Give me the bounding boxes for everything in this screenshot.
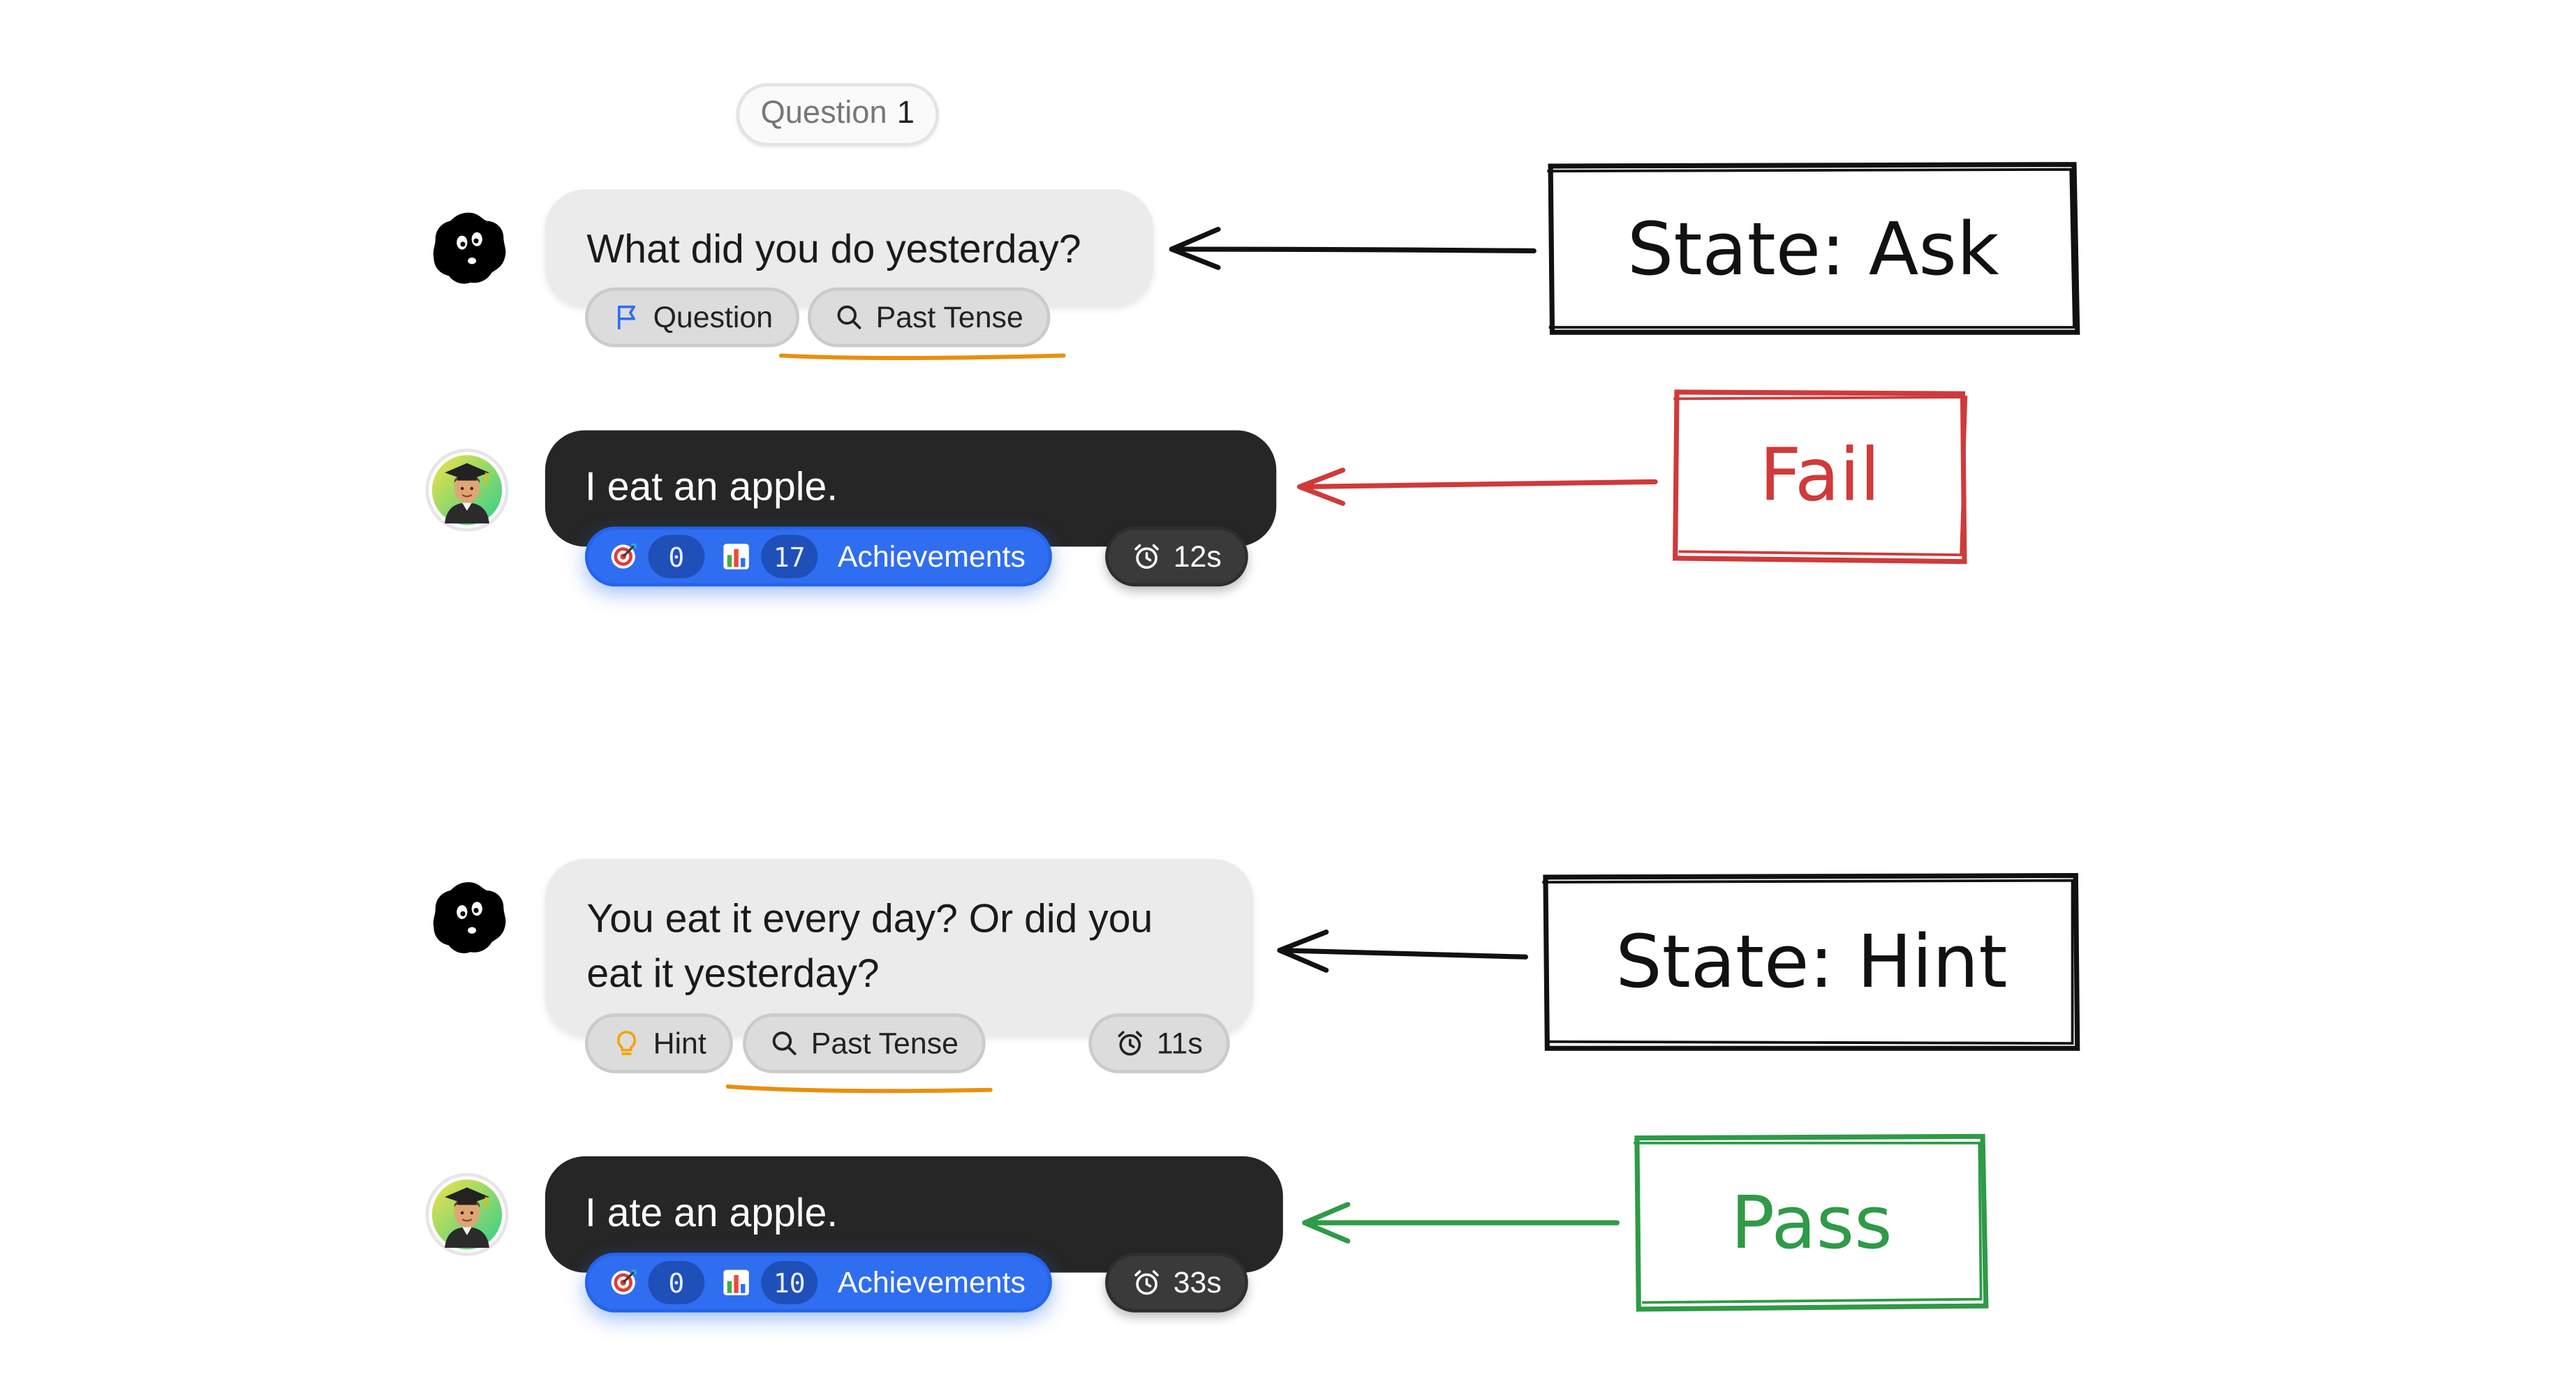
fail-box xyxy=(1673,389,1968,565)
stats-count: 10 xyxy=(761,1260,818,1304)
response-time: 33s xyxy=(1173,1265,1222,1299)
target-icon xyxy=(608,1267,638,1297)
pass-box xyxy=(1634,1133,1989,1312)
search-icon xyxy=(769,1029,799,1059)
achievements-chip[interactable]: 0 17 Achievements xyxy=(584,526,1053,587)
grammar-topic-label: Past Tense xyxy=(875,299,1023,334)
achievements-label: Achievements xyxy=(837,1265,1026,1299)
hint-tag-label: Hint xyxy=(653,1026,706,1059)
response-timer-chip: 33s xyxy=(1105,1252,1248,1313)
hint-tag-chip[interactable]: Hint xyxy=(584,1013,733,1073)
arrow-to-hint xyxy=(1277,929,1528,973)
achievements-label: Achievements xyxy=(837,539,1026,573)
fail-label: Fail xyxy=(1759,433,1881,518)
bot-blob-icon xyxy=(429,208,508,288)
achievements-chip[interactable]: 0 10 Achievements xyxy=(584,1252,1053,1313)
bot-blob-icon xyxy=(429,877,508,957)
response-timer-chip: 12s xyxy=(1105,526,1248,587)
state-hint-box xyxy=(1542,872,2080,1051)
grammar-topic-chip[interactable]: Past Tense xyxy=(743,1013,986,1073)
user-message-text: I ate an apple. xyxy=(584,1191,838,1237)
graduate-avatar-icon xyxy=(431,1178,504,1251)
score-count: 0 xyxy=(648,535,705,579)
orange-underline xyxy=(778,353,1066,360)
arrow-to-pass xyxy=(1302,1202,1620,1244)
target-icon xyxy=(608,542,638,572)
question-pill-number: 1 xyxy=(896,96,915,132)
bot-message-text: What did you do yesterday? xyxy=(586,228,1081,273)
grammar-topic-chip[interactable]: Past Tense xyxy=(807,287,1050,348)
orange-underline xyxy=(725,1084,993,1094)
score-count: 0 xyxy=(648,1260,705,1304)
bot-message-bubble: What did you do yesterday? xyxy=(545,189,1154,306)
question-number-pill: Question 1 xyxy=(736,83,940,147)
pass-label: Pass xyxy=(1730,1180,1893,1265)
grammar-topic-label: Past Tense xyxy=(810,1026,958,1059)
user-avatar xyxy=(425,1172,509,1256)
arrow-to-ask xyxy=(1169,226,1537,270)
hint-time: 11s xyxy=(1156,1026,1203,1059)
alarm-clock-icon xyxy=(1132,1267,1162,1297)
bar-chart-icon xyxy=(721,1267,751,1297)
state-hint-label: State: Hint xyxy=(1615,919,2008,1005)
arrow-to-fail xyxy=(1297,468,1658,506)
alarm-clock-icon xyxy=(1115,1029,1145,1059)
bot-hint-bubble: You eat it every day? Or did you eat it … xyxy=(545,858,1253,1036)
lightbulb-icon xyxy=(612,1029,642,1059)
bar-chart-icon xyxy=(721,542,751,572)
state-ask-label: State: Ask xyxy=(1627,207,1999,292)
user-avatar xyxy=(425,448,509,532)
question-tag-chip[interactable]: Question xyxy=(584,287,800,348)
response-time: 12s xyxy=(1173,539,1222,573)
search-icon xyxy=(834,302,864,332)
flag-icon xyxy=(612,302,642,332)
user-message-text: I eat an apple. xyxy=(584,465,838,510)
stats-count: 17 xyxy=(761,535,818,579)
question-tag-label: Question xyxy=(653,299,773,334)
question-pill-label: Question xyxy=(760,96,887,132)
state-ask-box xyxy=(1547,162,2080,335)
hint-timer-chip: 11s xyxy=(1088,1013,1229,1073)
graduate-avatar-icon xyxy=(431,454,504,527)
bot-hint-text: You eat it every day? Or did you eat it … xyxy=(586,897,1153,997)
alarm-clock-icon xyxy=(1132,542,1162,572)
